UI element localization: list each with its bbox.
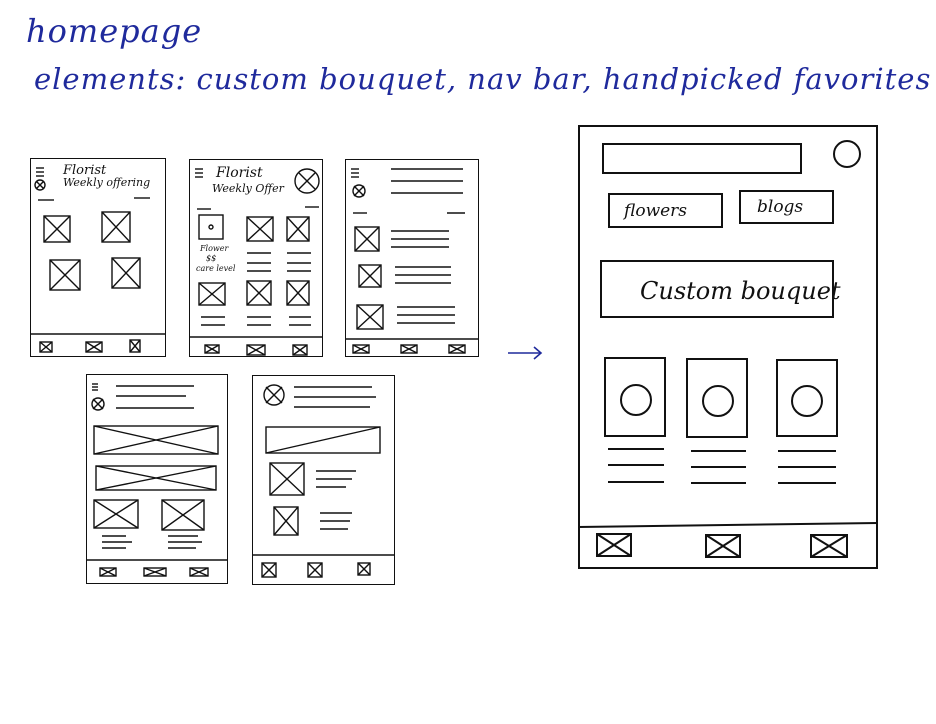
- image-placeholder-icon: [307, 562, 323, 578]
- tab-flowers-box: [608, 193, 723, 228]
- image-placeholder-icon: [352, 344, 370, 354]
- image-placeholder-icon: [246, 280, 272, 306]
- image-placeholder-icon: [294, 168, 320, 194]
- final-homepage-wireframe: flowers blogs Custom bouquet: [577, 125, 879, 569]
- image-placeholder-icon: [34, 179, 46, 191]
- image-placeholder-icon: [354, 226, 380, 252]
- image-placeholder-icon: [810, 534, 848, 558]
- favorite-card-2: [686, 358, 748, 438]
- image-placeholder-icon: [85, 341, 103, 353]
- favorite-image-icon: [702, 385, 734, 417]
- page-title: homepage: [26, 12, 203, 50]
- sketch2-heading-1: Florist: [216, 165, 263, 181]
- image-placeholder-icon: [596, 533, 632, 557]
- favorite-card-3: [776, 359, 838, 437]
- sketch2-label-flower: Flower: [200, 244, 229, 253]
- image-placeholder-icon: [400, 344, 418, 354]
- image-placeholder-icon: [246, 216, 274, 242]
- image-placeholder-icon: [352, 184, 366, 198]
- favorite-image-icon: [620, 384, 652, 416]
- image-placeholder-icon: [93, 425, 219, 455]
- image-placeholder-icon: [273, 506, 299, 536]
- image-placeholder-icon: [91, 397, 105, 411]
- sketch2-label-care: care level: [196, 264, 236, 273]
- wireframe-sketch-4: [86, 374, 228, 584]
- tab-blogs-box: [739, 190, 834, 224]
- tab-blogs[interactable]: blogs: [757, 197, 804, 217]
- custom-bouquet-label[interactable]: Custom bouquet: [640, 277, 841, 305]
- favorite-card-1: [604, 357, 666, 437]
- image-placeholder-icon: [99, 567, 117, 577]
- wireframe-sketch-3: [345, 159, 479, 357]
- hamburger-menu-icon: [92, 383, 98, 391]
- image-placeholder-icon: [286, 216, 310, 242]
- image-placeholder-icon: [286, 280, 310, 306]
- image-placeholder-icon: [198, 282, 226, 306]
- nav-bar-divider: [577, 522, 879, 528]
- image-placeholder-icon: [358, 264, 382, 288]
- image-placeholder-icon: [263, 384, 285, 406]
- hamburger-menu-icon: [195, 168, 203, 178]
- image-placeholder-icon: [189, 567, 209, 577]
- custom-bouquet-banner: [600, 260, 834, 318]
- image-placeholder-icon: [705, 534, 741, 558]
- right-arrow-icon: [508, 346, 543, 360]
- image-placeholder-icon: [43, 215, 71, 243]
- profile-circle-icon: [833, 140, 861, 168]
- image-placeholder-icon: [143, 567, 167, 577]
- image-placeholder-icon: [39, 341, 53, 353]
- wireframe-sketch-1: Florist Weekly offering: [30, 158, 166, 357]
- sketch1-heading-2: Weekly offering: [63, 176, 151, 189]
- search-bar: [602, 143, 802, 174]
- image-placeholder-icon: [269, 462, 305, 496]
- image-placeholder-icon: [95, 465, 217, 491]
- image-placeholder-icon: [292, 344, 308, 356]
- sketch2-label-price: $$: [206, 254, 217, 263]
- tab-flowers[interactable]: flowers: [624, 201, 688, 221]
- wireframe-sketch-2: Florist Weekly Offer Flower $$ care leve…: [189, 159, 323, 357]
- sketch2-heading-2: Weekly Offer: [212, 182, 284, 195]
- image-placeholder-icon: [448, 344, 466, 354]
- image-placeholder-icon: [261, 562, 277, 578]
- sketch1-heading-1: Florist: [63, 163, 107, 178]
- image-placeholder-icon: [161, 499, 205, 531]
- wireframe-sketch-5: [252, 375, 395, 585]
- image-placeholder-icon: [204, 344, 220, 354]
- image-placeholder-icon: [49, 259, 81, 291]
- image-placeholder-icon: [356, 304, 384, 330]
- hamburger-menu-icon: [351, 168, 359, 178]
- image-placeholder-icon: [357, 562, 371, 576]
- image-placeholder-icon: [101, 211, 131, 243]
- image-placeholder-icon: [265, 426, 381, 454]
- hamburger-menu-icon: [36, 167, 44, 177]
- favorite-image-icon: [791, 385, 823, 417]
- image-placeholder-icon: [246, 344, 266, 356]
- image-placeholder-icon: [93, 499, 139, 529]
- elements-list: elements: custom bouquet, nav bar, handp…: [34, 62, 932, 96]
- image-placeholder-icon: [129, 339, 141, 353]
- image-placeholder-icon: [111, 257, 141, 289]
